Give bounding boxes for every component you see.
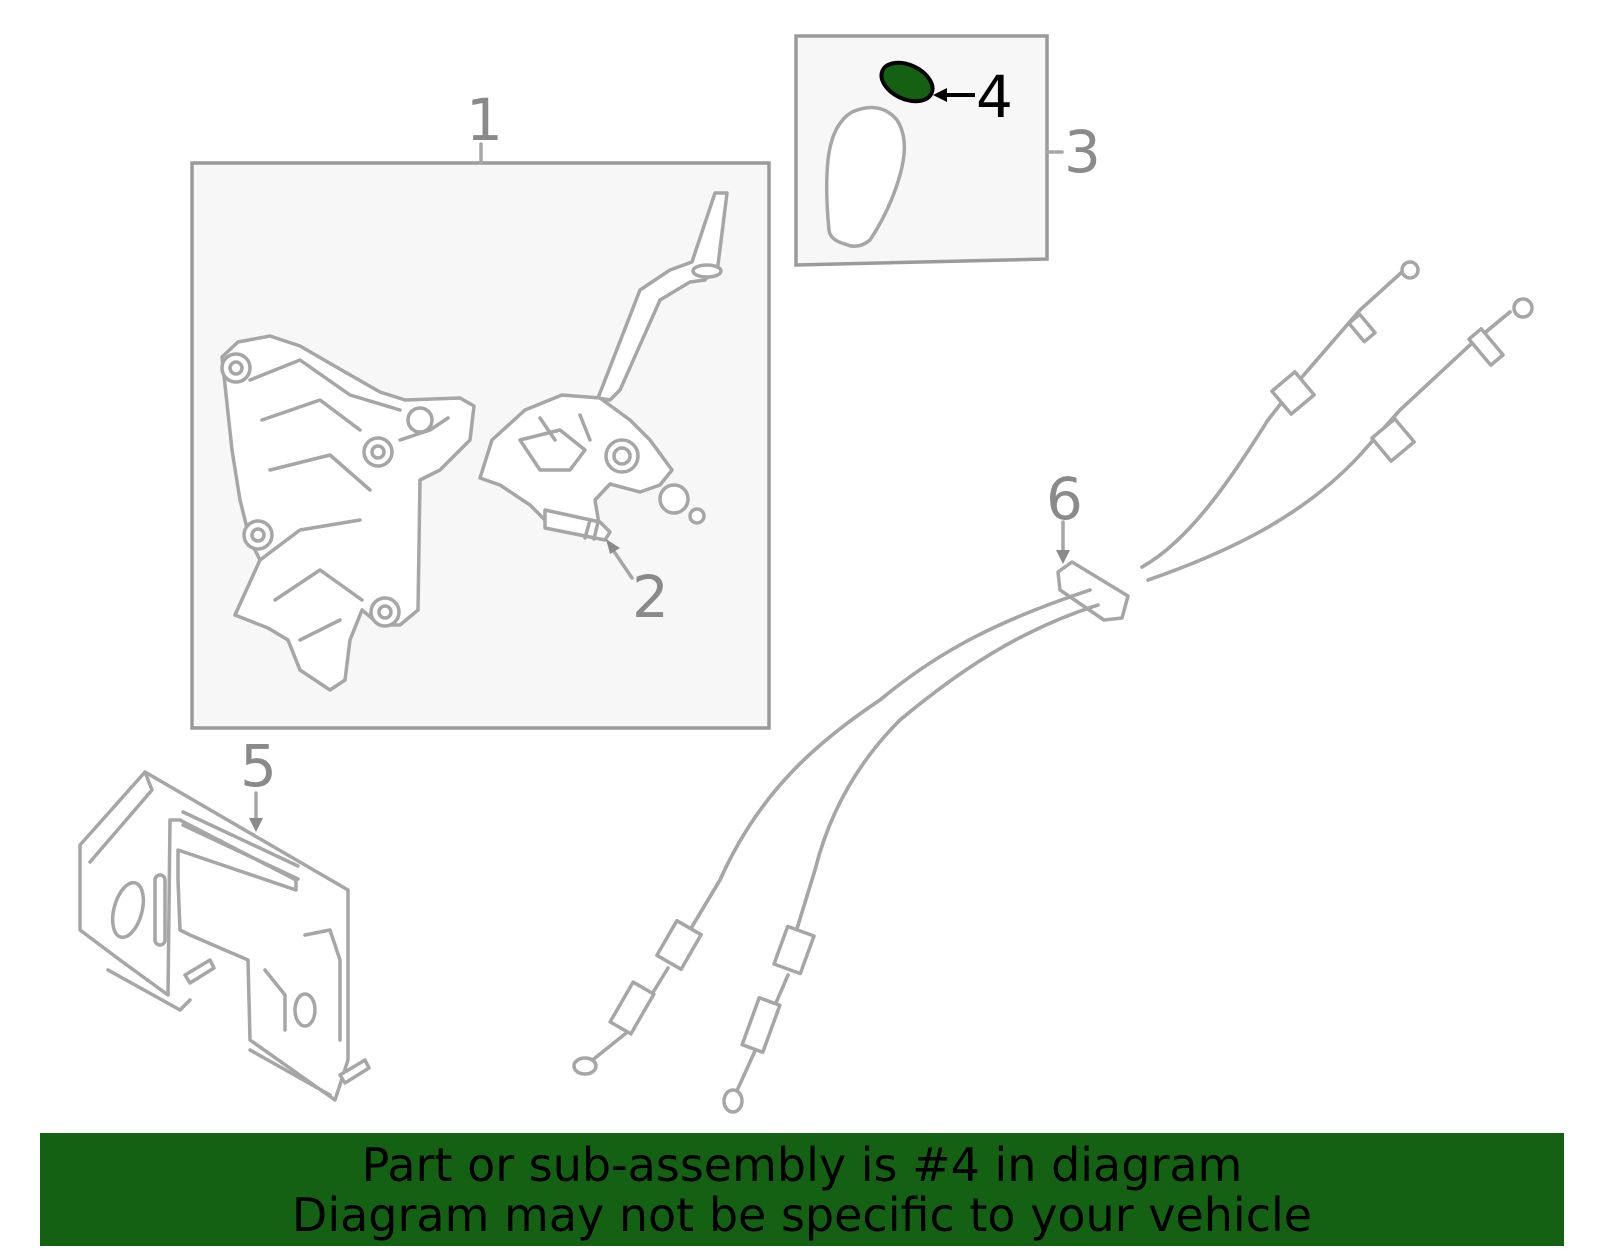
- knob-insert-part: [879, 60, 975, 104]
- callout-1: 1: [466, 86, 503, 154]
- callout-6-leader: [1056, 520, 1070, 564]
- shift-cables-part: [572, 260, 1534, 1114]
- knob-insert-highlight: [879, 60, 935, 104]
- shifter-assembly-part: [190, 142, 771, 730]
- callout-6: 6: [1046, 465, 1083, 533]
- banner-line-1: Part or sub-assembly is #4 in diagram: [361, 1138, 1243, 1192]
- callout-5-leader: [249, 791, 263, 832]
- shift-knob-part: [794, 34, 1064, 267]
- mounting-bracket-part: [78, 770, 371, 1102]
- callout-3: 3: [1064, 118, 1101, 186]
- callout-4: 4: [976, 63, 1013, 131]
- info-banner: Part or sub-assembly is #4 in diagram Di…: [40, 1133, 1564, 1246]
- callout-5: 5: [240, 732, 277, 800]
- banner-line-2: Diagram may not be specific to your vehi…: [291, 1188, 1313, 1242]
- callout-2-leader: [606, 539, 634, 580]
- callout-2: 2: [632, 563, 669, 631]
